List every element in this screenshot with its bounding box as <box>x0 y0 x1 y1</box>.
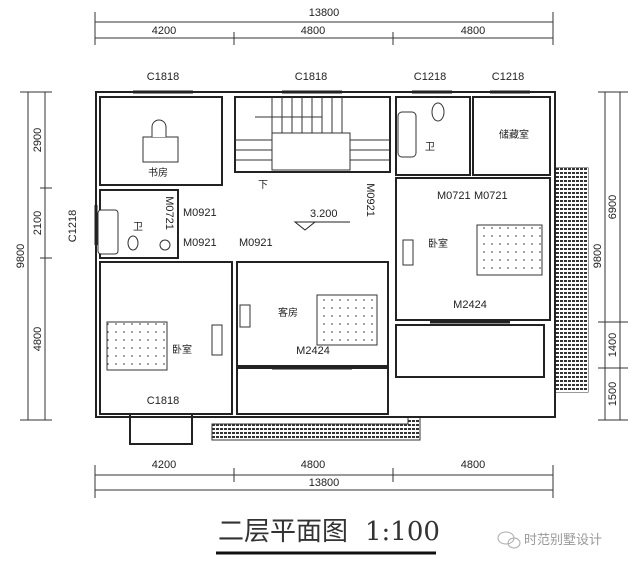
room-guest: 客房 <box>278 306 298 319</box>
door-label: M0921 <box>183 237 217 249</box>
drawing-title: 二层平面图 <box>218 517 348 547</box>
stairs-down-label: 下 <box>258 180 268 191</box>
dim-right-2: 1400 <box>607 333 619 357</box>
fixtures <box>97 102 445 356</box>
dim-top-1: 4200 <box>152 25 176 37</box>
bed-guest <box>316 294 378 346</box>
bed-left <box>106 321 168 371</box>
window-label: C1218 <box>492 71 524 83</box>
room-study: 书房 <box>148 166 168 179</box>
dim-top-3: 4800 <box>461 25 485 37</box>
room-storage: 储藏室 <box>499 128 529 141</box>
dim-total-bottom: 13800 <box>309 477 340 489</box>
dimension-lines <box>20 12 628 498</box>
dim-right-total: 9800 <box>592 244 604 268</box>
door-label: M2424 <box>296 345 330 357</box>
elevation-mark <box>293 221 350 231</box>
dim-left-total: 9800 <box>15 244 27 268</box>
bed-right <box>476 224 543 276</box>
window-label: C1218 <box>67 210 79 242</box>
dim-bottom-3: 4800 <box>461 459 485 471</box>
elevation-label: 3.200 <box>310 208 338 220</box>
dim-right-1: 6900 <box>607 195 619 219</box>
window-label: C1818 <box>147 71 179 83</box>
dim-top-2: 4800 <box>301 25 325 37</box>
room-bedroom-right: 卧室 <box>428 237 448 250</box>
dim-left-1: 2900 <box>32 128 44 152</box>
wechat-icon <box>497 531 521 549</box>
door-label: M0921 <box>239 237 273 249</box>
window-label: C1218 <box>414 71 446 83</box>
window-label: C1818 <box>147 395 179 407</box>
window-label: C1818 <box>295 71 327 83</box>
watermark: 时范别墅设计 <box>524 533 602 548</box>
door-label: M0921 <box>364 183 376 217</box>
door-label: M0721 <box>474 190 508 202</box>
room-bath-top: 卫 <box>425 142 435 153</box>
roof-eave-right <box>555 168 588 392</box>
window-marks <box>94 90 530 370</box>
door-label: M0921 <box>183 207 217 219</box>
room-bath-left: 卫 <box>133 222 143 233</box>
dim-right-3: 1500 <box>607 382 619 406</box>
dim-left-2: 2100 <box>32 211 44 235</box>
dim-left-3: 4800 <box>32 327 44 351</box>
door-label: M0721 <box>163 196 175 230</box>
door-label: M2424 <box>453 299 487 311</box>
room-bedroom-left: 卧室 <box>172 343 192 356</box>
dim-bottom-1: 4200 <box>152 459 176 471</box>
drawing-scale: 1:100 <box>365 517 440 547</box>
staircase <box>235 97 390 171</box>
dim-total-top: 13800 <box>309 7 340 19</box>
door-label: M0721 <box>437 190 471 202</box>
dim-bottom-2: 4800 <box>301 459 325 471</box>
